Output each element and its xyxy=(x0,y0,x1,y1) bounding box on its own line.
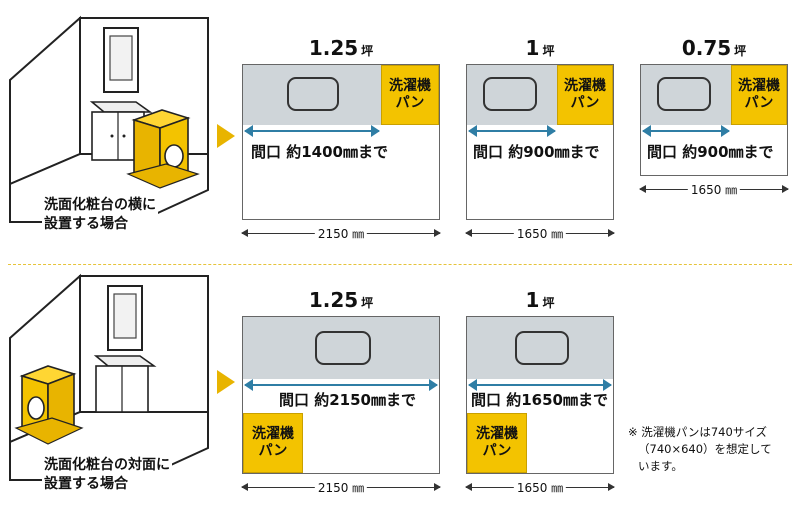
width-label: 1650 ㎜ xyxy=(513,479,567,496)
caption-line: 設置する場合 xyxy=(44,216,128,232)
washer-pan: 洗濯機 パン xyxy=(467,413,527,473)
pan-label: パン xyxy=(258,443,288,459)
tsubo-value: 0.75 xyxy=(681,36,732,60)
frontage-arrow xyxy=(468,125,556,137)
pan-label: パン xyxy=(482,443,512,459)
sink-basin xyxy=(287,77,339,111)
width-dimension: 1650 ㎜ xyxy=(465,225,615,242)
frontage-label: 間口 約900㎜まで xyxy=(647,143,774,161)
pointer-arrow-icon xyxy=(217,370,235,394)
footnote-line: います。 xyxy=(638,459,683,473)
tsubo-unit: 坪 xyxy=(542,44,555,58)
room-caption-side: 洗面化粧台の横に 設置する場合 xyxy=(42,196,158,234)
frontage-arrow xyxy=(468,379,612,391)
sink-basin xyxy=(315,331,371,365)
pan-label: 洗濯機 xyxy=(389,78,431,94)
tsubo-unit: 坪 xyxy=(361,44,374,58)
sink-basin xyxy=(657,77,711,111)
frontage-label: 間口 約1400㎜まで xyxy=(251,143,388,161)
tsubo-value: 1.25 xyxy=(308,36,359,60)
frontage-label: 間口 約1650㎜まで xyxy=(471,391,608,409)
pointer-arrow-icon xyxy=(217,124,235,148)
tsubo-unit: 坪 xyxy=(361,296,374,310)
floor-plan: 間口 約1650㎜まで 洗濯機 パン xyxy=(466,316,614,474)
room-illustration-opposite xyxy=(9,273,209,481)
section-divider xyxy=(8,264,792,265)
pan-label: パン xyxy=(744,95,774,111)
footnote-line: （740×640）を想定して xyxy=(638,442,772,456)
tsubo-value: 1 xyxy=(525,36,540,60)
width-dimension: 2150 ㎜ xyxy=(241,225,441,242)
caption-line: 設置する場合 xyxy=(44,476,128,492)
pan-label: 洗濯機 xyxy=(564,78,606,94)
floor-plan: 洗濯機 パン 間口 約1400㎜まで xyxy=(242,64,440,220)
washer-pan: 洗濯機 パン xyxy=(557,65,613,125)
washer-pan: 洗濯機 パン xyxy=(731,65,787,125)
frontage-label: 間口 約2150㎜まで xyxy=(279,391,416,409)
width-label: 1650 ㎜ xyxy=(513,225,567,242)
width-dimension: 1650 ㎜ xyxy=(465,479,615,496)
tsubo-unit: 坪 xyxy=(734,44,747,58)
frontage-arrow xyxy=(244,379,438,391)
sink-basin xyxy=(515,331,569,365)
footnote: ※ 洗濯機パンは740サイズ （740×640）を想定して います。 xyxy=(628,424,772,475)
frontage-arrow xyxy=(244,125,380,137)
pan-label: パン xyxy=(570,95,600,111)
washer-pan: 洗濯機 パン xyxy=(243,413,303,473)
tsubo-unit: 坪 xyxy=(542,296,555,310)
sink-basin xyxy=(483,77,537,111)
frontage-arrow xyxy=(642,125,730,137)
tsubo-value: 1 xyxy=(525,288,540,312)
width-label: 2150 ㎜ xyxy=(314,225,368,242)
pan-label: 洗濯機 xyxy=(738,78,780,94)
width-dimension: 1650 ㎜ xyxy=(639,181,789,198)
frontage-label: 間口 約900㎜まで xyxy=(473,143,600,161)
footnote-line: ※ 洗濯機パンは740サイズ xyxy=(628,425,767,439)
floor-plan: 洗濯機 パン 間口 約900㎜まで xyxy=(466,64,614,220)
floor-plan: 間口 約2150㎜まで 洗濯機 パン xyxy=(242,316,440,474)
width-label: 2150 ㎜ xyxy=(314,479,368,496)
pan-label: 洗濯機 xyxy=(476,426,518,442)
pan-label: 洗濯機 xyxy=(252,426,294,442)
tsubo-value: 1.25 xyxy=(308,288,359,312)
caption-line: 洗面化粧台の横に xyxy=(44,197,156,213)
washer-pan: 洗濯機 パン xyxy=(381,65,439,125)
width-label: 1650 ㎜ xyxy=(687,181,741,198)
floor-plan: 洗濯機 パン 間口 約900㎜まで xyxy=(640,64,788,176)
caption-line: 洗面化粧台の対面に xyxy=(44,457,170,473)
pan-label: パン xyxy=(395,95,425,111)
width-dimension: 2150 ㎜ xyxy=(241,479,441,496)
room-caption-opposite: 洗面化粧台の対面に 設置する場合 xyxy=(42,456,172,494)
